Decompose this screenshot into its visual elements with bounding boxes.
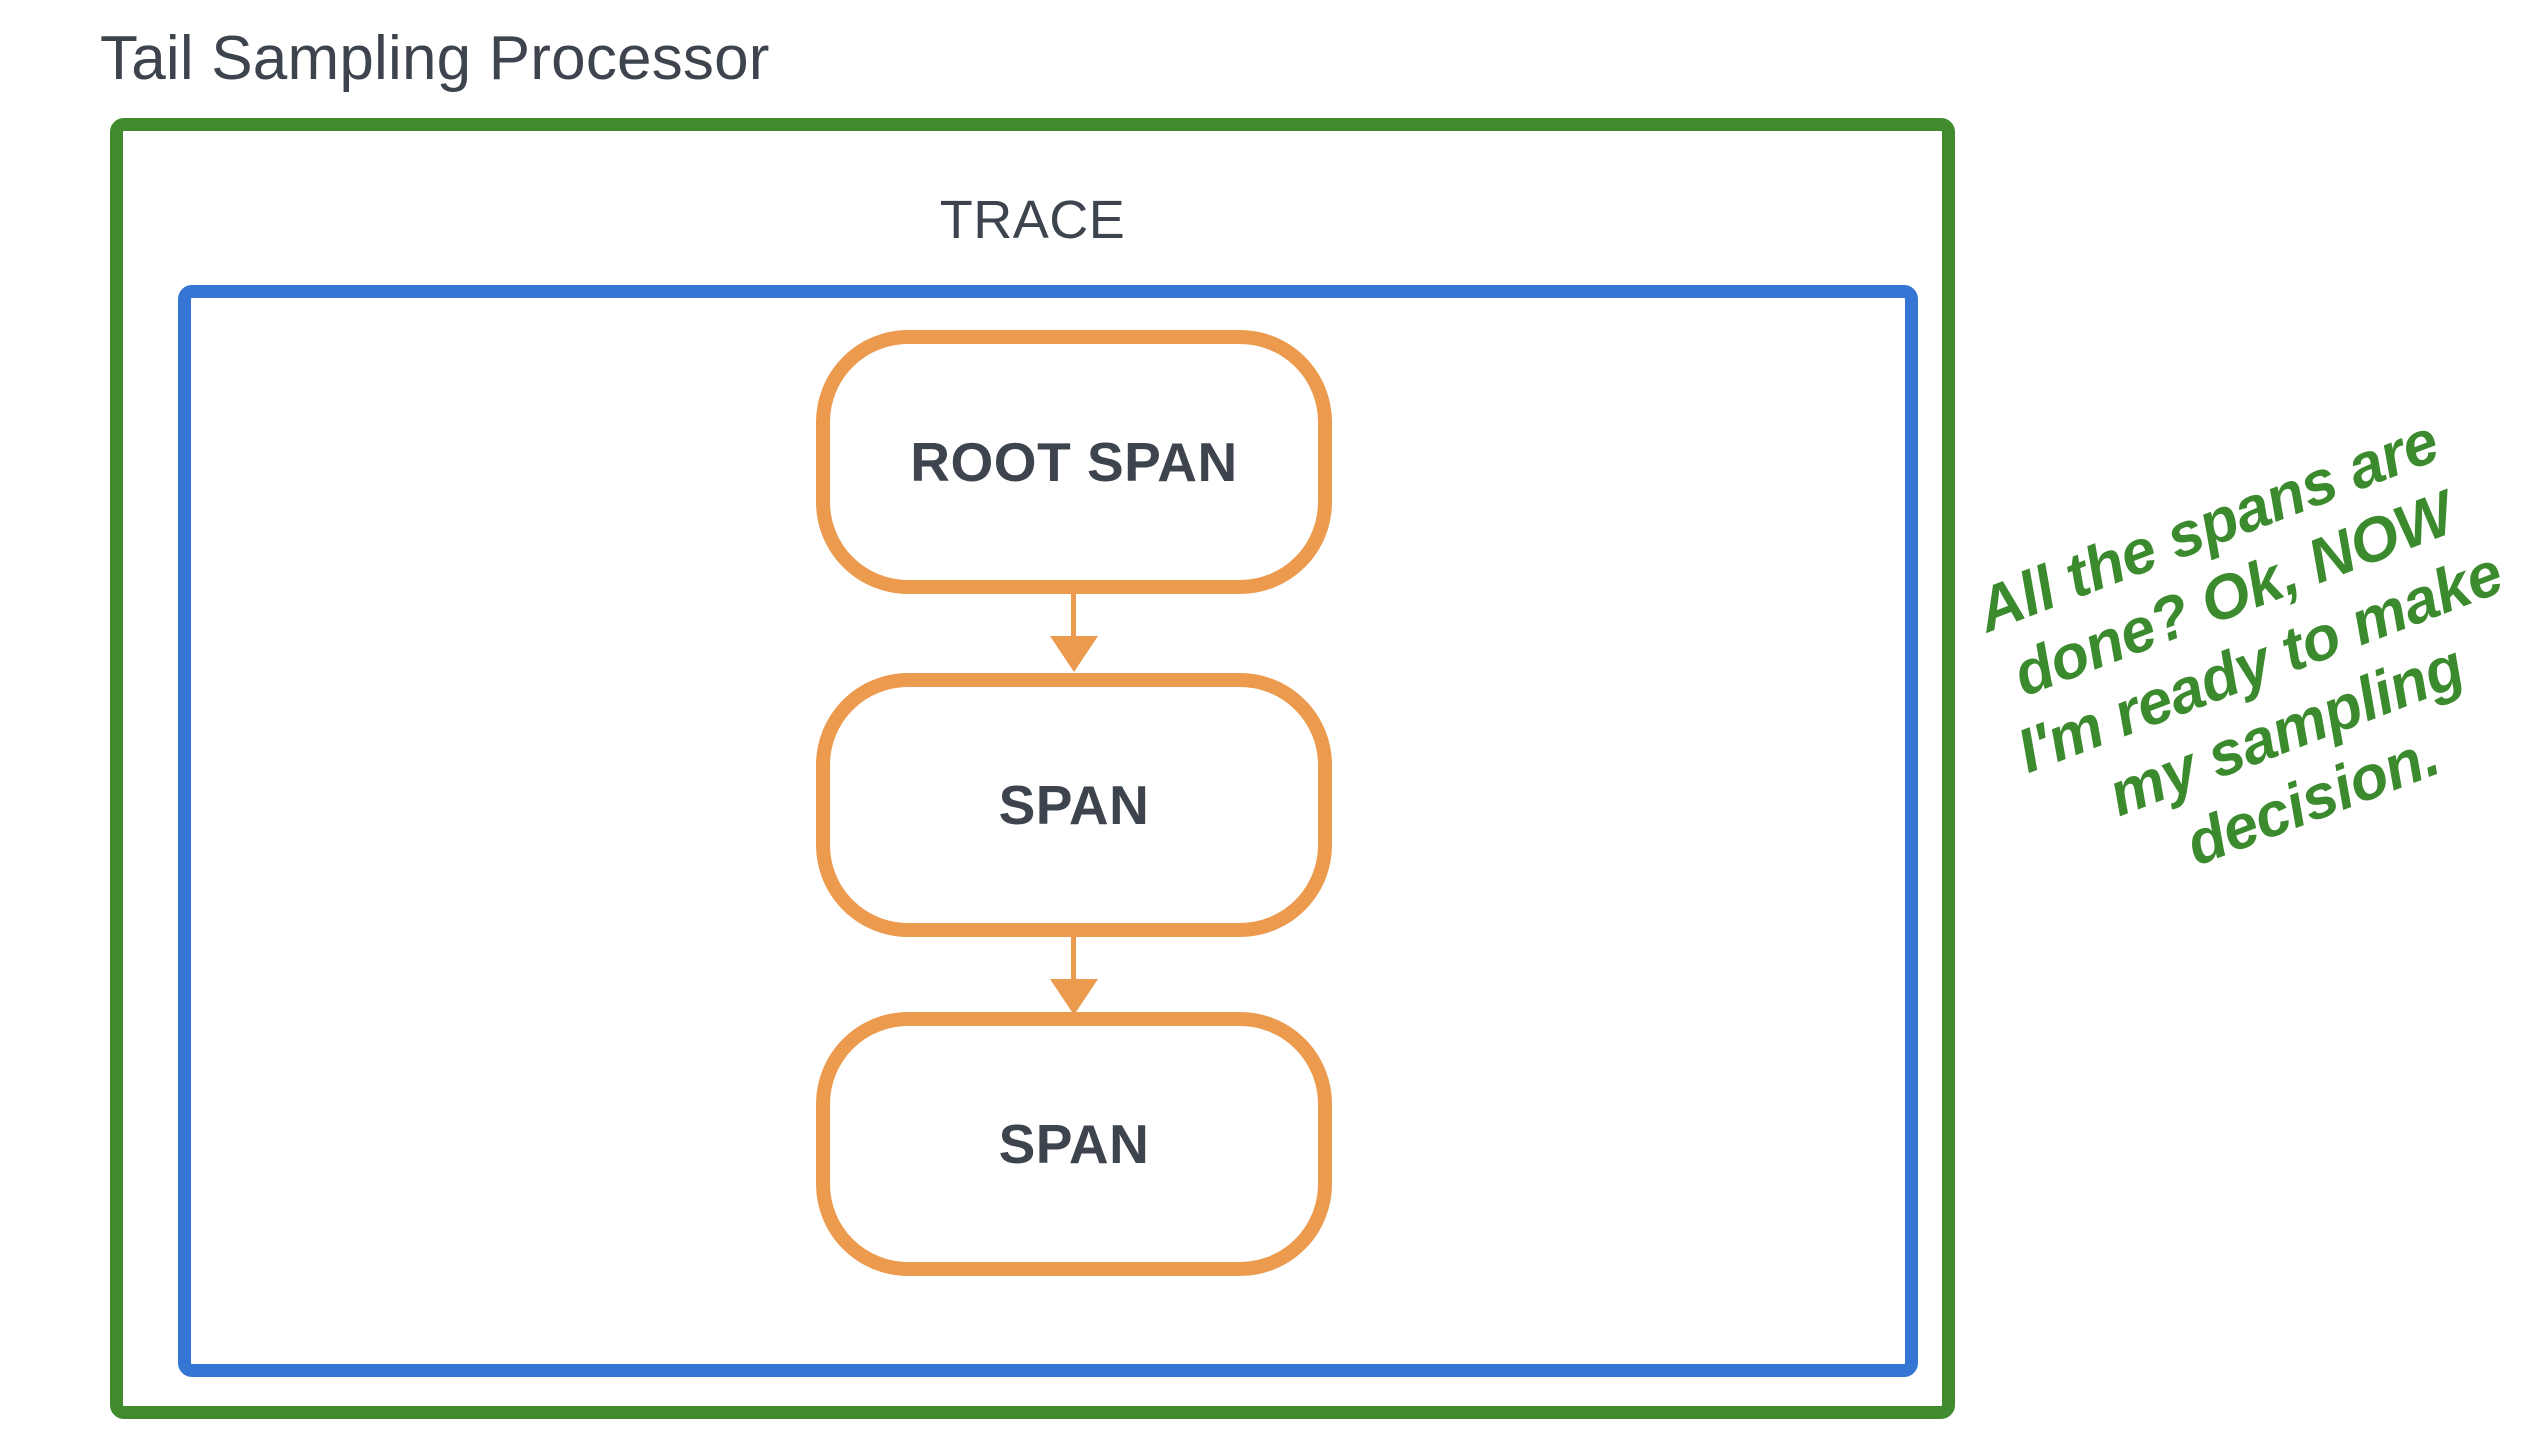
arrow-stem	[1071, 937, 1076, 981]
trace-label: TRACE	[939, 190, 1126, 250]
arrow-span-1-to-span-2-icon	[1050, 937, 1098, 1015]
child-span-2-label: SPAN	[998, 1113, 1150, 1175]
trace-container: ROOT SPAN SPAN SPAN	[178, 285, 1918, 1377]
sampling-decision-annotation: All the spans are done? Ok, NOW I'm read…	[1967, 406, 2512, 879]
child-span-2-node[interactable]: SPAN	[816, 1012, 1332, 1276]
page-title: Tail Sampling Processor	[100, 24, 770, 93]
root-span-node[interactable]: ROOT SPAN	[816, 330, 1332, 594]
span-stack: ROOT SPAN SPAN SPAN	[191, 298, 1905, 1364]
arrow-stem	[1071, 594, 1076, 638]
arrow-root-to-span-1-icon	[1050, 594, 1098, 672]
arrow-head	[1050, 979, 1098, 1015]
root-span-label: ROOT SPAN	[910, 431, 1238, 493]
child-span-1-node[interactable]: SPAN	[816, 673, 1332, 937]
arrow-head	[1050, 636, 1098, 672]
child-span-1-label: SPAN	[998, 774, 1150, 836]
tail-sampling-processor-container: TRACE ROOT SPAN SPAN SPAN	[110, 118, 1955, 1419]
